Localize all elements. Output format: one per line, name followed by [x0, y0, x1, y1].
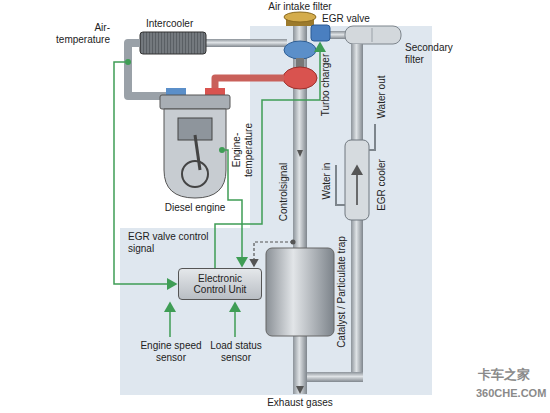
part-label: Engine speed sensor: [140, 340, 202, 363]
part-label: 360CHE.COM: [476, 387, 546, 400]
speed-sensor-wire: [169, 303, 171, 337]
part-label: Intercooler: [146, 18, 193, 30]
cylinder-head: [160, 95, 230, 109]
turbine: [283, 67, 317, 89]
exhaust-sensor: [291, 240, 296, 245]
egr-cooler: [345, 140, 369, 220]
air-temp-sensor: [125, 59, 131, 65]
flow-arrow: [356, 166, 358, 205]
air-filter: [284, 12, 316, 22]
part-label: Water out: [376, 76, 388, 119]
exhaust-arrow: [296, 386, 304, 394]
part-label: Turbo charger: [320, 54, 332, 116]
flow-arrow: [297, 150, 303, 157]
control-signal-wire: [254, 242, 293, 266]
part-label: Load status sensor: [205, 340, 267, 363]
water-out-pipe: [369, 124, 375, 150]
egr-valve: [311, 25, 330, 41]
exhaust-manifold-pipe: [215, 78, 284, 94]
intercooler: [140, 32, 206, 54]
part-label: Catalyst / Particulate trap: [336, 236, 348, 348]
load-sensor-wire: [234, 303, 236, 337]
part-label: EGR valve control signal: [128, 231, 210, 254]
part-label: Controlsignal: [278, 163, 290, 221]
compressor: [284, 41, 316, 59]
background-panel: [120, 26, 432, 395]
egr-valve-signal-wire: [215, 43, 320, 268]
charge-pipe: [205, 39, 287, 47]
water-in-pipe: [336, 165, 345, 205]
part-label: Engine-temperature: [231, 119, 254, 181]
node-text: Electronic Control Unit: [184, 273, 256, 296]
engine-temp-wire: [225, 150, 242, 266]
catalyst: [266, 248, 334, 336]
control-unit-box: Electronic Control Unit: [178, 268, 262, 300]
part-label: Exhaust gases: [265, 397, 335, 409]
egr-join-pipe: [307, 372, 363, 382]
engine-block: [164, 109, 226, 198]
part-label: Secondary filter: [405, 42, 463, 65]
part-label: EGR valve: [322, 13, 370, 25]
filter-seam: [372, 28, 373, 42]
part-label: Water in: [321, 163, 333, 200]
connecting-rod: [195, 135, 200, 170]
part-label: Air-temperature: [48, 22, 110, 45]
intake-pipe: [128, 43, 172, 96]
engine-temp-sensor: [219, 147, 225, 153]
part-label: Diesel engine: [165, 202, 226, 214]
crankshaft: [182, 161, 208, 187]
part-label: 卡车之家: [478, 368, 530, 383]
secondary-filter: [345, 26, 401, 44]
part-label: Air intake filter: [268, 1, 331, 13]
part-label: EGR cooler: [376, 159, 388, 211]
